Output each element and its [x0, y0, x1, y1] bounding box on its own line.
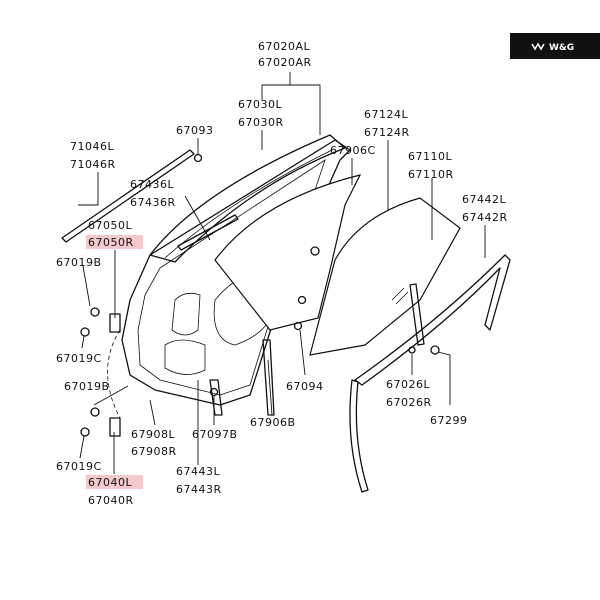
- label-67908l[interactable]: 67908L: [131, 428, 175, 441]
- leader-67019c-top: [81, 335, 85, 349]
- rear-channel-67906b-shape: [262, 339, 275, 416]
- label-67020ar[interactable]: 67020AR: [258, 56, 312, 69]
- label-67050r[interactable]: 67050R: [88, 236, 134, 249]
- belt-weatherstrip-shape: [61, 149, 195, 243]
- leader-67436: [184, 195, 211, 241]
- window-glass-shape: [309, 197, 461, 356]
- leader-67094: [299, 329, 306, 376]
- label-67026r[interactable]: 67026R: [386, 396, 432, 409]
- label-67436l[interactable]: 67436L: [130, 178, 174, 191]
- lower-hinge-shape: [109, 417, 121, 437]
- clip-67094-top-icon: [297, 295, 307, 305]
- label-67124r[interactable]: 67124R: [364, 126, 410, 139]
- label-71046r[interactable]: 71046R: [70, 158, 116, 171]
- label-67020al[interactable]: 67020AL: [258, 40, 311, 53]
- door-panel-shape: [121, 139, 351, 406]
- label-67443l[interactable]: 67443L: [176, 465, 220, 478]
- leader-67906b: [267, 359, 273, 416]
- clip-67097b-icon: [209, 387, 219, 397]
- label-67019c-bot[interactable]: 67019C: [56, 460, 102, 473]
- clip-67093-icon: [193, 153, 203, 163]
- door-cutout-small: [171, 292, 201, 336]
- label-67906c[interactable]: 67906C: [330, 144, 376, 157]
- label-67906b[interactable]: 67906B: [250, 416, 296, 429]
- bolt-67019b-top-icon: [90, 307, 100, 317]
- label-67040l[interactable]: 67040L: [88, 476, 132, 489]
- lower-sash-shape: [209, 379, 223, 416]
- door-sash-frame: [149, 134, 346, 263]
- label-67124l[interactable]: 67124L: [364, 108, 408, 121]
- part-labels: 67020AL 67020AR 67030L 67030R 67093 7104…: [56, 40, 508, 507]
- leader-67019c-bot: [79, 435, 85, 459]
- label-67030r[interactable]: 67030R: [238, 116, 284, 129]
- clip-67026-icon: [408, 346, 416, 354]
- door-cutout-bottom: [164, 339, 206, 375]
- label-67019c-top[interactable]: 67019C: [56, 352, 102, 365]
- clip-67906c-icon: [310, 246, 320, 256]
- leader-lines: [78, 72, 486, 474]
- label-67097b[interactable]: 67097B: [192, 428, 238, 441]
- label-67019b-top[interactable]: 67019B: [56, 256, 102, 269]
- hinge-dashed-line: [107, 329, 121, 419]
- inner-belt-shape: [177, 214, 239, 251]
- label-67299[interactable]: 67299: [430, 414, 468, 427]
- brand-badge-bg: [510, 33, 600, 59]
- label-67110l[interactable]: 67110L: [408, 150, 452, 163]
- vertical-run-shape: [349, 379, 369, 493]
- bolt-67299-icon: [430, 345, 440, 355]
- label-67094[interactable]: 67094: [286, 380, 324, 393]
- leader-67020-branch: [261, 84, 290, 100]
- brand-badge: W&G: [510, 33, 600, 59]
- highlight-67050r: [86, 235, 143, 249]
- label-67093[interactable]: 67093: [176, 124, 214, 137]
- label-67443r[interactable]: 67443R: [176, 483, 222, 496]
- label-67110r[interactable]: 67110R: [408, 168, 454, 181]
- door-glass-67906c-shape: [214, 174, 362, 331]
- bolt-67019c-bot-icon: [80, 427, 90, 437]
- label-67442l[interactable]: 67442L: [462, 193, 506, 206]
- label-67019b-bot[interactable]: 67019B: [64, 380, 110, 393]
- label-67040r[interactable]: 67040R: [88, 494, 134, 507]
- division-bar-shape: [409, 283, 425, 346]
- label-67030l[interactable]: 67030L: [238, 98, 282, 111]
- brand-logo-icon: [531, 42, 545, 51]
- brand-logo-text: W&G: [549, 43, 574, 53]
- label-67050l[interactable]: 67050L: [88, 219, 132, 232]
- glass-reflection: [391, 287, 409, 305]
- label-71046l[interactable]: 71046L: [70, 140, 114, 153]
- leader-67019b-bot: [93, 385, 129, 406]
- bolt-67019c-top-icon: [80, 327, 90, 337]
- leader-67299: [437, 351, 451, 405]
- highlight-67040l: [86, 475, 143, 489]
- label-67908r[interactable]: 67908R: [131, 445, 177, 458]
- leader-67019b-top: [82, 265, 91, 307]
- label-67436r[interactable]: 67436R: [130, 196, 176, 209]
- label-67442r[interactable]: 67442R: [462, 211, 508, 224]
- label-67026l[interactable]: 67026L: [386, 378, 430, 391]
- bolt-67019b-bot-icon: [90, 407, 100, 417]
- leader-71046: [78, 172, 99, 206]
- door-assembly-drawing: [61, 134, 511, 493]
- leader-67908: [149, 399, 156, 426]
- clip-67094-icon: [293, 321, 303, 331]
- leader-67020: [289, 72, 321, 135]
